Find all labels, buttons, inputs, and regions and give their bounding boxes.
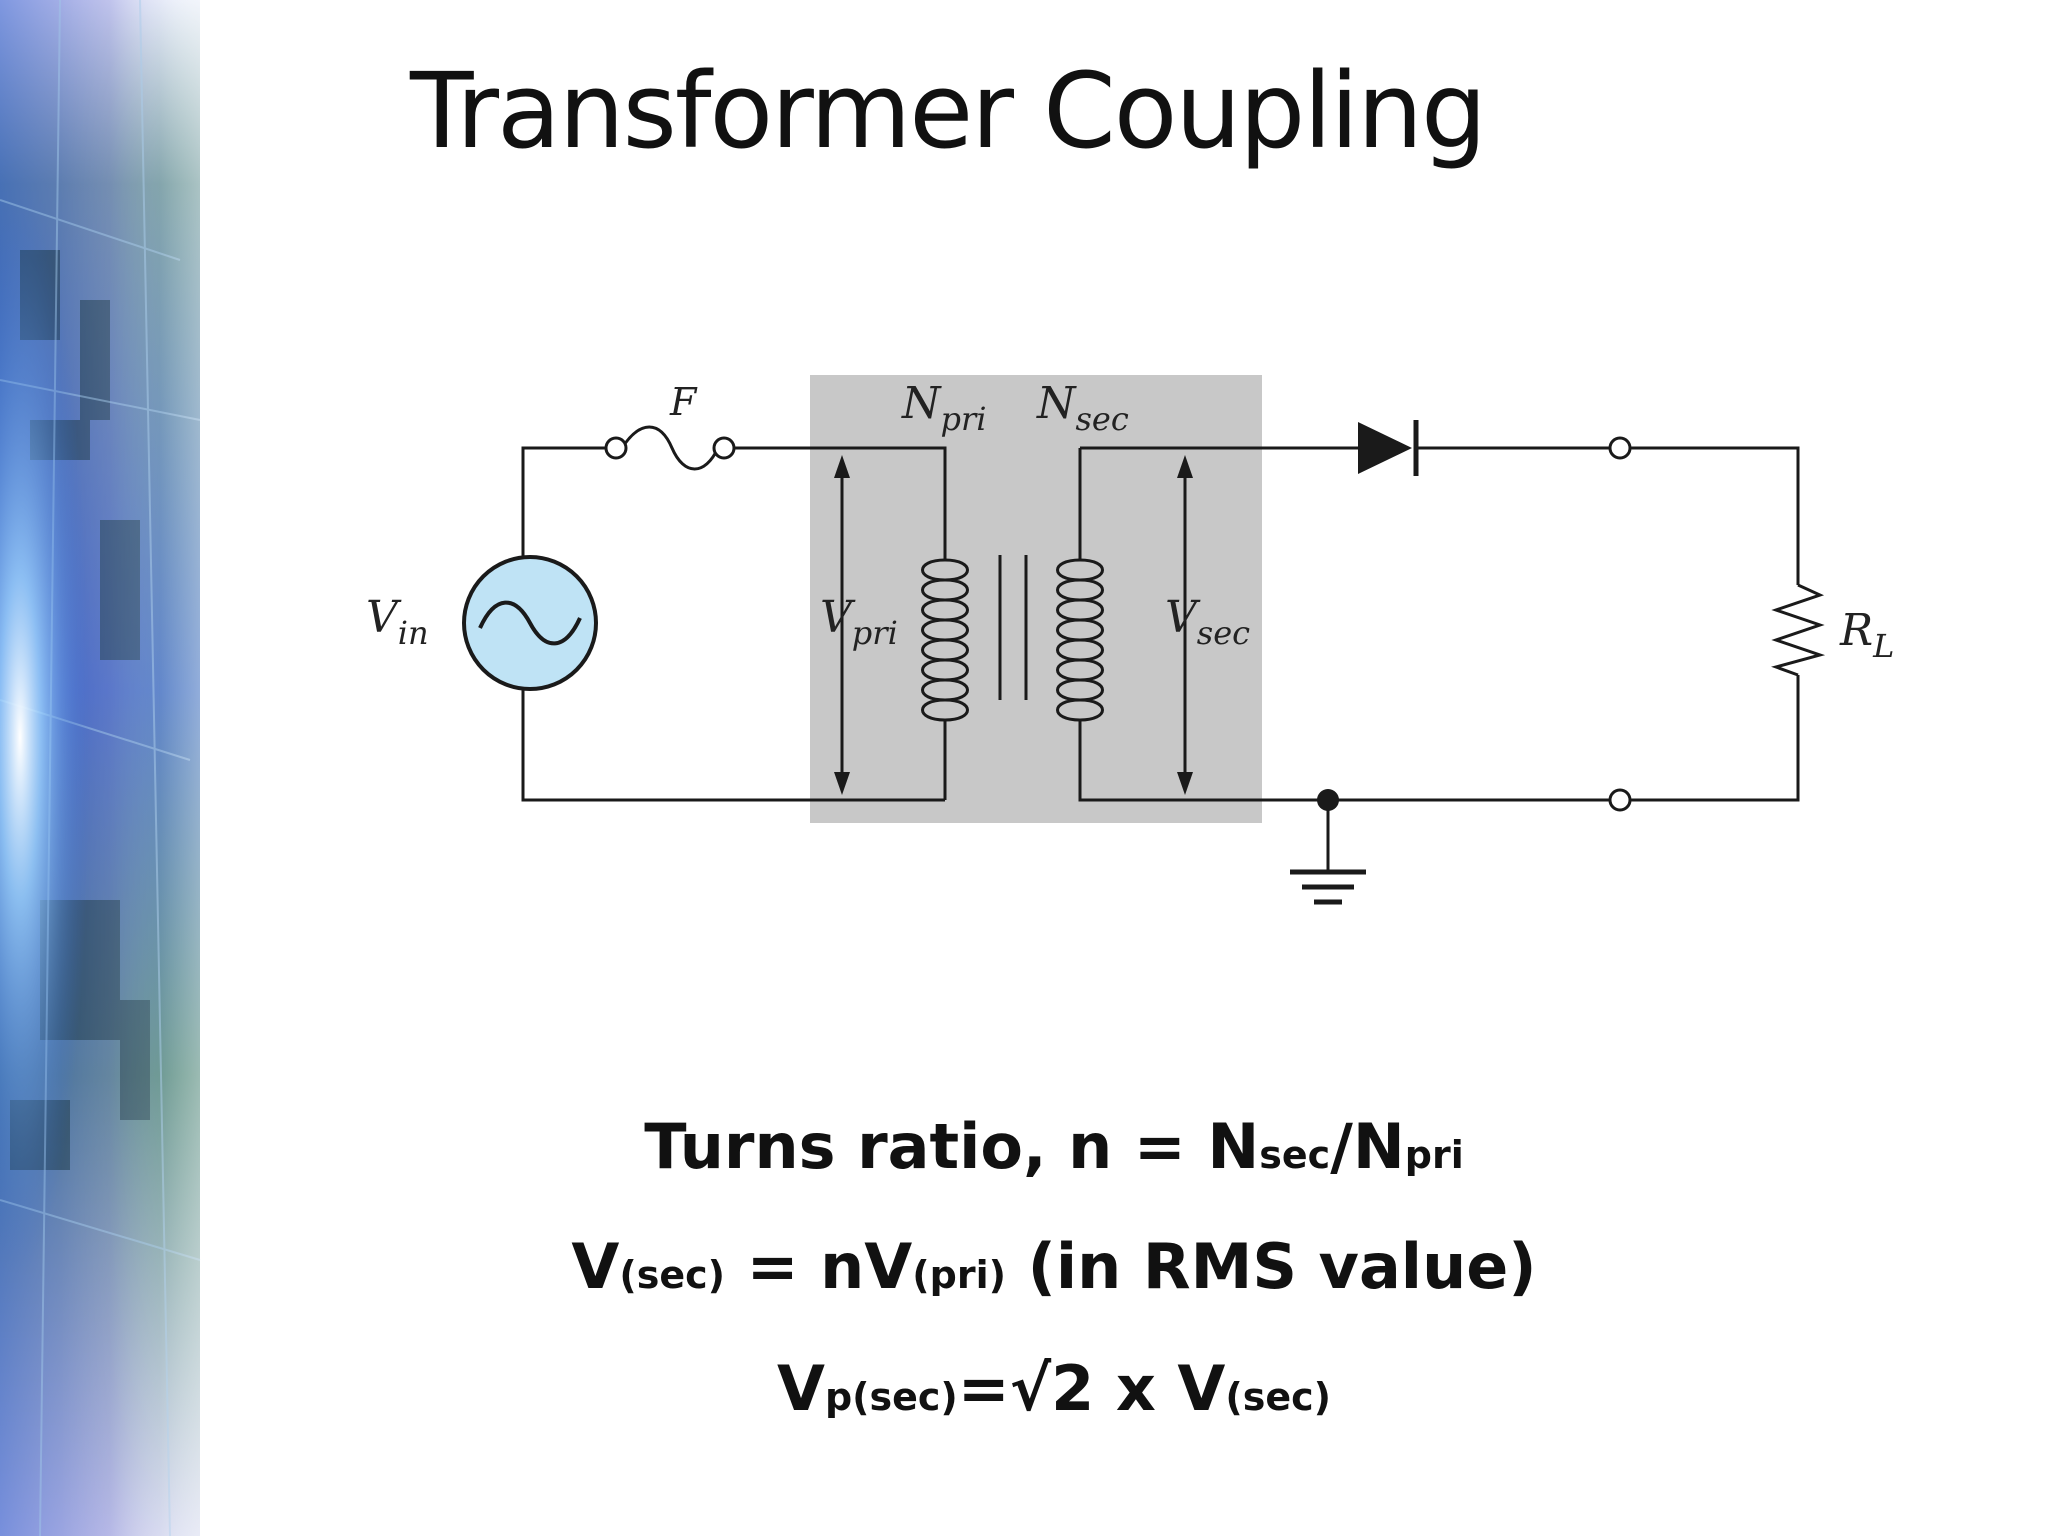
ground-node (1317, 789, 1339, 811)
wire-load-to-bottom (1630, 675, 1800, 802)
n-pri-label: Npri (901, 378, 987, 438)
decorative-circuit-board-background (0, 0, 260, 1536)
v-pri-arrow (834, 455, 850, 795)
diode-symbol (1358, 420, 1419, 476)
load-resistor (1771, 583, 1826, 677)
fuse-terminal-right (712, 436, 736, 460)
n-sec-label: Nsec (1036, 378, 1129, 438)
turns-ratio-equation: Turns ratio, n = Nsec/Npri (644, 1110, 1464, 1183)
output-terminal-top (1608, 436, 1632, 460)
primary-coil (921, 558, 969, 722)
slide-title: Transformer Coupling (410, 50, 1487, 172)
transformer-box (810, 375, 1262, 823)
wire-left-vertical-bottom (521, 690, 945, 802)
transformer-core (998, 555, 1028, 700)
v-in-label: Vin (366, 592, 429, 652)
v-sec-arrow (1177, 455, 1193, 795)
wire-left-vertical-top (521, 446, 609, 565)
v-sec-label: Vsec (1165, 592, 1250, 652)
wire-terminal-to-load (1630, 446, 1800, 585)
peak-voltage-equation: Vp(sec)=√2 x V(sec) (776, 1352, 1332, 1425)
wire-secondary-bottom (1078, 720, 1610, 802)
fuse-label: F (669, 380, 698, 424)
sine-wave-icon (478, 600, 582, 646)
r-l-label: RL (1839, 605, 1894, 665)
ground-symbol (1290, 869, 1366, 905)
output-terminal-bottom (1608, 788, 1632, 812)
transformer-coupling-circuit-diagram: F Npri Nsec Vin Vpri Vsec RL (366, 375, 1894, 905)
secondary-coil (1056, 558, 1104, 722)
rms-voltage-equation: V(sec) = nV(pri) (in RMS value) (571, 1230, 1537, 1303)
wire-fuse-to-primary (732, 446, 947, 560)
fuse-terminal-left (604, 436, 628, 460)
fuse-symbol (620, 425, 720, 471)
v-pri-label: Vpri (820, 592, 898, 652)
